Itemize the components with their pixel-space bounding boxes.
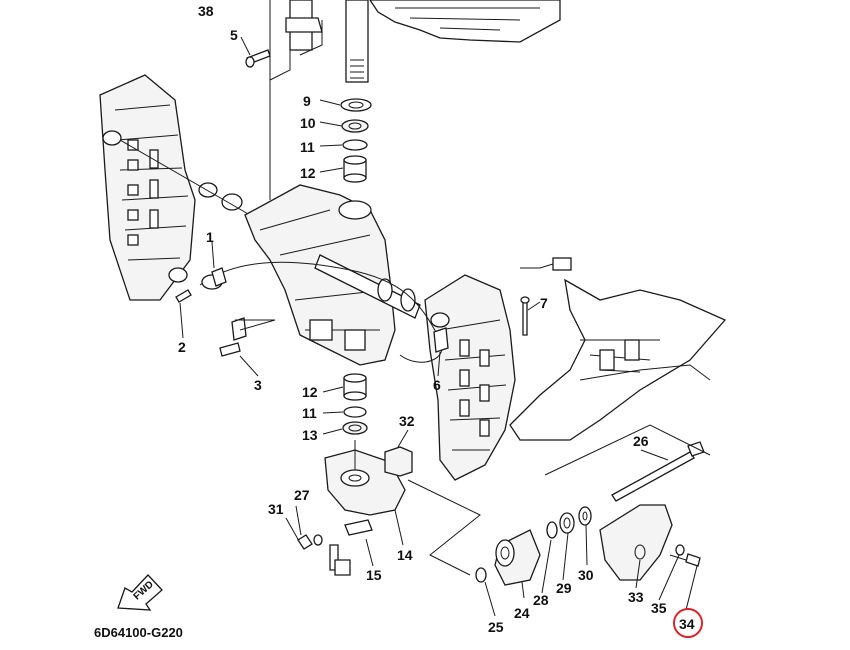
bolt-34 bbox=[669, 544, 701, 567]
pivot-bushings bbox=[119, 139, 251, 216]
callout-15: 15 bbox=[366, 567, 382, 583]
lower-casing bbox=[509, 278, 727, 441]
callout-28: 28 bbox=[533, 592, 549, 608]
callout-leaders bbox=[179, 36, 698, 617]
upper-bracket bbox=[269, 0, 323, 200]
callout-11-lower: 11 bbox=[302, 405, 317, 421]
lower-bushing-stack bbox=[342, 373, 368, 435]
tilt-tube bbox=[314, 254, 421, 319]
callout-10: 10 bbox=[300, 115, 316, 131]
callout-3: 3 bbox=[254, 377, 262, 393]
callout-1: 1 bbox=[206, 229, 214, 245]
callout-25: 25 bbox=[488, 619, 504, 635]
diagram-code: 6D64100-G220 bbox=[94, 625, 183, 640]
callout-2: 2 bbox=[178, 339, 186, 355]
left-clamp-bracket bbox=[99, 74, 196, 301]
callout-27: 27 bbox=[294, 487, 310, 503]
callout-34: 34 bbox=[679, 616, 695, 632]
callout-26: 26 bbox=[633, 433, 649, 449]
callout-14: 14 bbox=[397, 547, 413, 563]
callout-32: 32 bbox=[399, 413, 415, 429]
callout-24: 24 bbox=[514, 605, 530, 621]
upper-bushing-stack bbox=[340, 98, 372, 183]
fwd-arrow-icon: FWD bbox=[117, 574, 163, 611]
callout-12-lower: 12 bbox=[302, 384, 318, 400]
callout-13: 13 bbox=[302, 427, 318, 443]
callout-33: 33 bbox=[628, 589, 644, 605]
bolt-26 bbox=[611, 441, 705, 502]
upper-casing bbox=[369, 0, 561, 43]
callout-35: 35 bbox=[651, 600, 667, 616]
callout-5: 5 bbox=[230, 27, 238, 43]
small-fittings bbox=[297, 519, 373, 576]
callout-7: 7 bbox=[540, 295, 548, 311]
callout-9: 9 bbox=[303, 93, 311, 109]
mount-cover bbox=[599, 504, 673, 581]
callout-12-upper: 12 bbox=[300, 165, 316, 181]
callout-31: 31 bbox=[268, 501, 284, 517]
mount-assembly bbox=[475, 506, 592, 586]
callout-labels: 38 5 9 10 11 12 1 2 3 6 7 12 11 13 32 26… bbox=[178, 3, 703, 638]
reference-lines bbox=[235, 319, 711, 576]
right-clamp-bracket bbox=[424, 274, 516, 481]
callout-30: 30 bbox=[578, 567, 594, 583]
steering-shaft bbox=[345, 0, 369, 83]
callout-29: 29 bbox=[556, 580, 572, 596]
highlight-circle bbox=[673, 608, 703, 638]
small-bolts bbox=[245, 49, 530, 353]
callout-6: 6 bbox=[433, 377, 441, 393]
callout-11-upper: 11 bbox=[300, 139, 315, 155]
left-small-parts bbox=[175, 267, 247, 357]
callout-38: 38 bbox=[198, 3, 214, 19]
central-swivel-bracket bbox=[244, 184, 396, 366]
plug-32 bbox=[384, 446, 413, 477]
